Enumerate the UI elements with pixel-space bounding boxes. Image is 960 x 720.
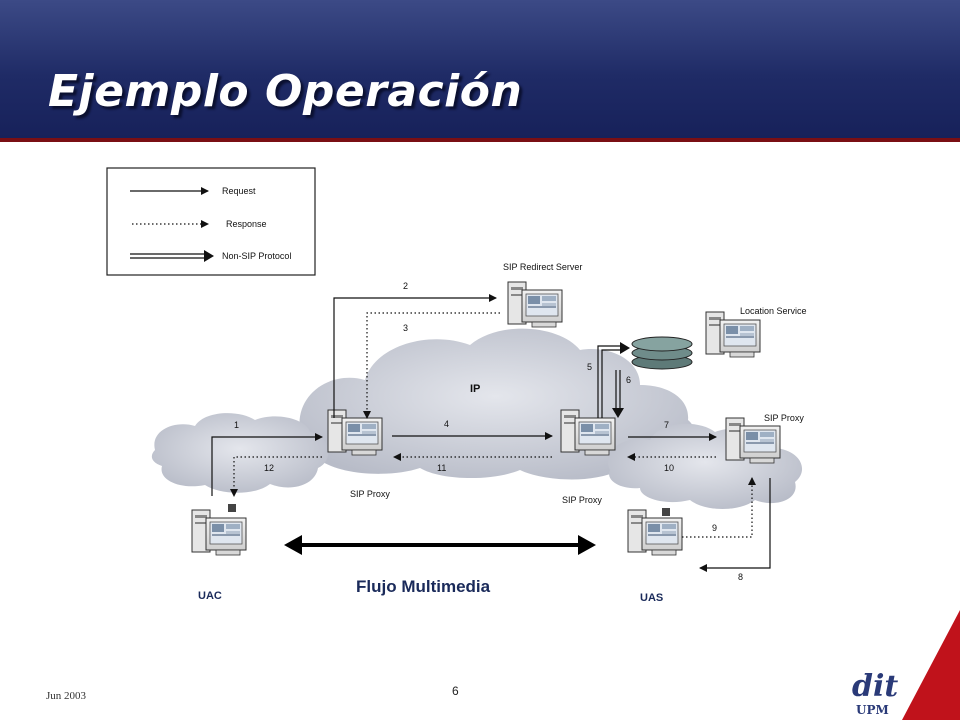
legend-nonsip-label: Non-SIP Protocol: [222, 251, 291, 261]
database-icon: [631, 336, 693, 370]
title-bar-underline: [0, 138, 960, 142]
location-service-label: Location Service: [740, 306, 807, 316]
uac-label: UAC: [198, 590, 222, 602]
step-9: 9: [712, 523, 717, 533]
step-10: 10: [664, 463, 674, 473]
step-4: 4: [444, 419, 449, 429]
sip-proxy-left-label: SIP Proxy: [350, 489, 390, 499]
logo-text: dit: [852, 669, 898, 704]
step-1: 1: [234, 420, 239, 430]
media-flow-label: Flujo Multimedia: [356, 577, 491, 596]
step-11: 11: [437, 463, 446, 473]
uac-computer-icon: [191, 509, 247, 556]
footer-date: Jun 2003: [46, 690, 87, 702]
step-labels: 1 2 3 4 5 6 7 8 9 10 11 12: [234, 281, 743, 582]
title-bar: [0, 0, 960, 138]
legend-box: Request Response Non-SIP Protocol: [106, 167, 316, 276]
uas-phone-icon: [662, 508, 670, 516]
step-7: 7: [664, 420, 669, 430]
redirect-server-label: SIP Redirect Server: [503, 262, 582, 272]
legend-request-label: Request: [222, 186, 256, 196]
logo-sub: UPM: [856, 703, 889, 717]
step-8: 8: [738, 572, 743, 582]
ip-cloud: [151, 328, 803, 509]
legend-response-label: Response: [226, 219, 267, 229]
step-5: 5: [587, 362, 592, 372]
uas-computer-icon: [627, 509, 683, 556]
media-flow-arrow: [284, 535, 596, 555]
uac-phone-icon: [228, 504, 236, 512]
slide-title: Ejemplo Operación: [48, 66, 523, 117]
step-6: 6: [626, 375, 631, 385]
ip-label: IP: [470, 383, 480, 395]
uas-label: UAS: [640, 592, 663, 604]
sip-redirect-server-icon: [507, 281, 563, 328]
location-service-icon: [705, 311, 761, 358]
sip-proxy-right-icon: [725, 417, 781, 464]
step-12: 12: [264, 463, 274, 473]
sip-proxy-center-label: SIP Proxy: [562, 495, 602, 505]
message-arrows: [211, 294, 771, 572]
sip-proxy-right-label: SIP Proxy: [764, 413, 804, 423]
dit-upm-logo: dit UPM: [852, 669, 898, 717]
step-3: 3: [403, 323, 408, 333]
page-number: 6: [452, 684, 459, 698]
corner-decoration: [902, 610, 960, 720]
step-2: 2: [403, 281, 408, 291]
